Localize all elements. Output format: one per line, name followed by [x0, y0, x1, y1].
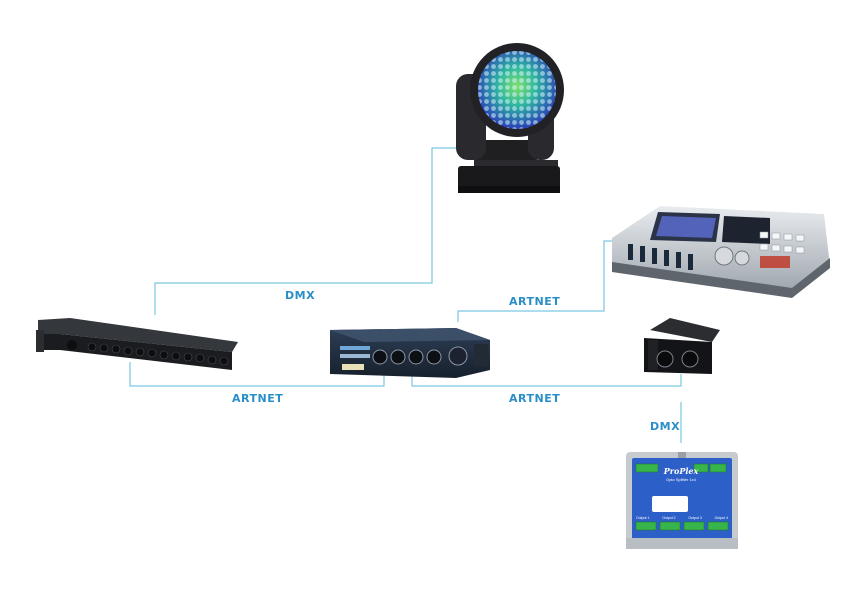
proplex-opto-splitter — [626, 452, 738, 549]
artnet-link-node — [411, 374, 682, 387]
proplex-output-4: Output 4 — [714, 516, 728, 520]
network-switch — [330, 328, 490, 378]
proplex-subtitle: Opto Splitter 1x4 — [666, 477, 696, 482]
dmx-link-fixture — [154, 147, 458, 315]
proplex-brand: ProPlex — [663, 466, 699, 476]
proplex-output-2: Output 2 — [662, 516, 676, 520]
rack-dmx-splitter — [36, 318, 238, 370]
proplex-output-labels: Output 1 Output 2 Output 3 Output 4 — [636, 516, 728, 520]
label-dmx-bottom: DMX — [650, 420, 681, 433]
label-dmx-top: DMX — [285, 289, 316, 302]
label-artnet-top: ARTNET — [509, 295, 561, 308]
proplex-output-1: Output 1 — [636, 516, 650, 520]
label-artnet-right: ARTNET — [509, 392, 561, 405]
artnet-link-console — [457, 240, 612, 322]
lighting-console — [612, 206, 830, 298]
artnet-link-splitter — [129, 362, 385, 387]
proplex-output-3: Output 3 — [688, 516, 702, 520]
artnet-node — [644, 318, 720, 374]
moving-head-fixture — [456, 43, 564, 193]
connection-lines — [129, 147, 682, 443]
label-artnet-left: ARTNET — [232, 392, 284, 405]
